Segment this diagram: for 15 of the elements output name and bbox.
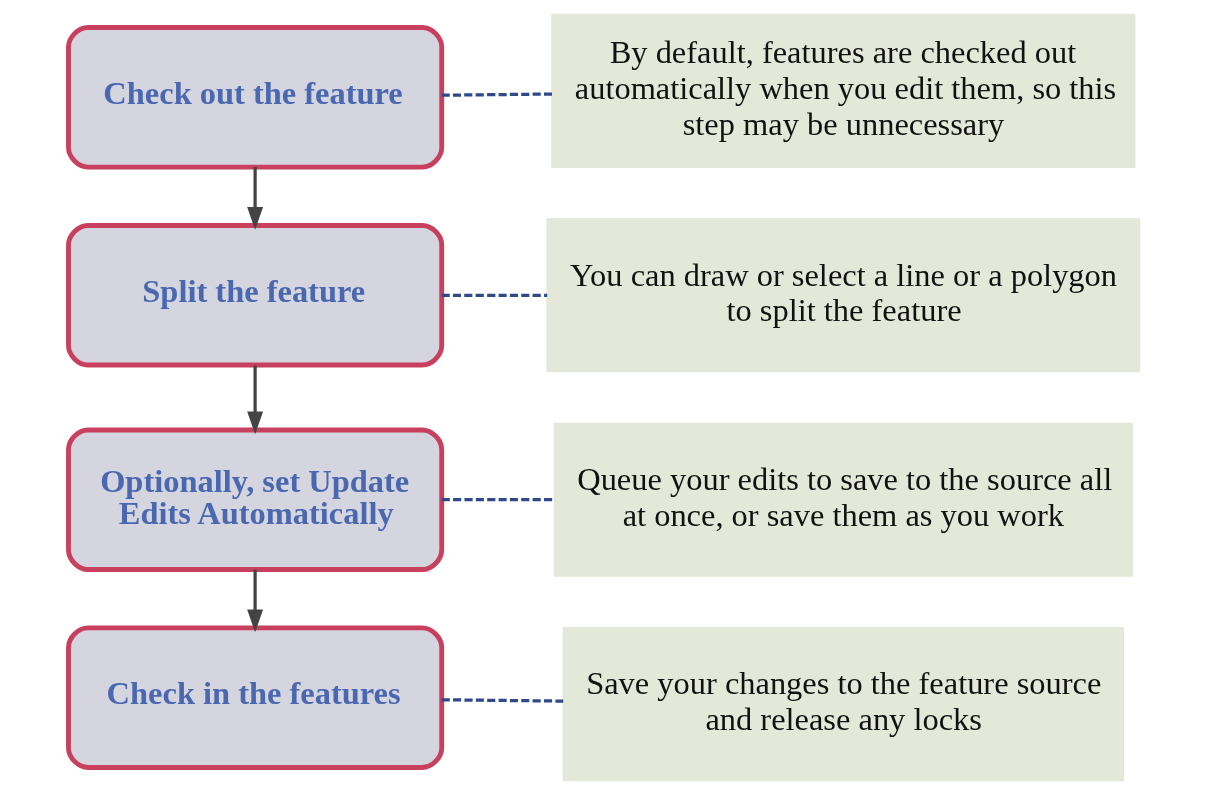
arrow (246, 365, 263, 435)
node-box: Save your changes to the feature source and release any locks (562, 627, 1124, 782)
connector (441, 293, 547, 297)
connector (441, 698, 563, 703)
connector (441, 498, 554, 502)
node-box: By default, features are checked out automatically when you edit them, so this step may be unnecessary (550, 13, 1135, 168)
node-box: Split the feature (65, 223, 444, 368)
node-box: Check in the features (65, 625, 444, 770)
node-box: You can draw or select a line or a polygon to split the feature (545, 218, 1140, 373)
node-box: Queue your edits to save to the source all at once, or save them as you work (553, 422, 1133, 577)
node-box: Optionally, set Update Edits Automatically (65, 427, 444, 572)
connector (441, 92, 552, 97)
node-box: Check out the feature (65, 25, 444, 170)
arrow (246, 167, 263, 230)
arrow (246, 569, 263, 633)
